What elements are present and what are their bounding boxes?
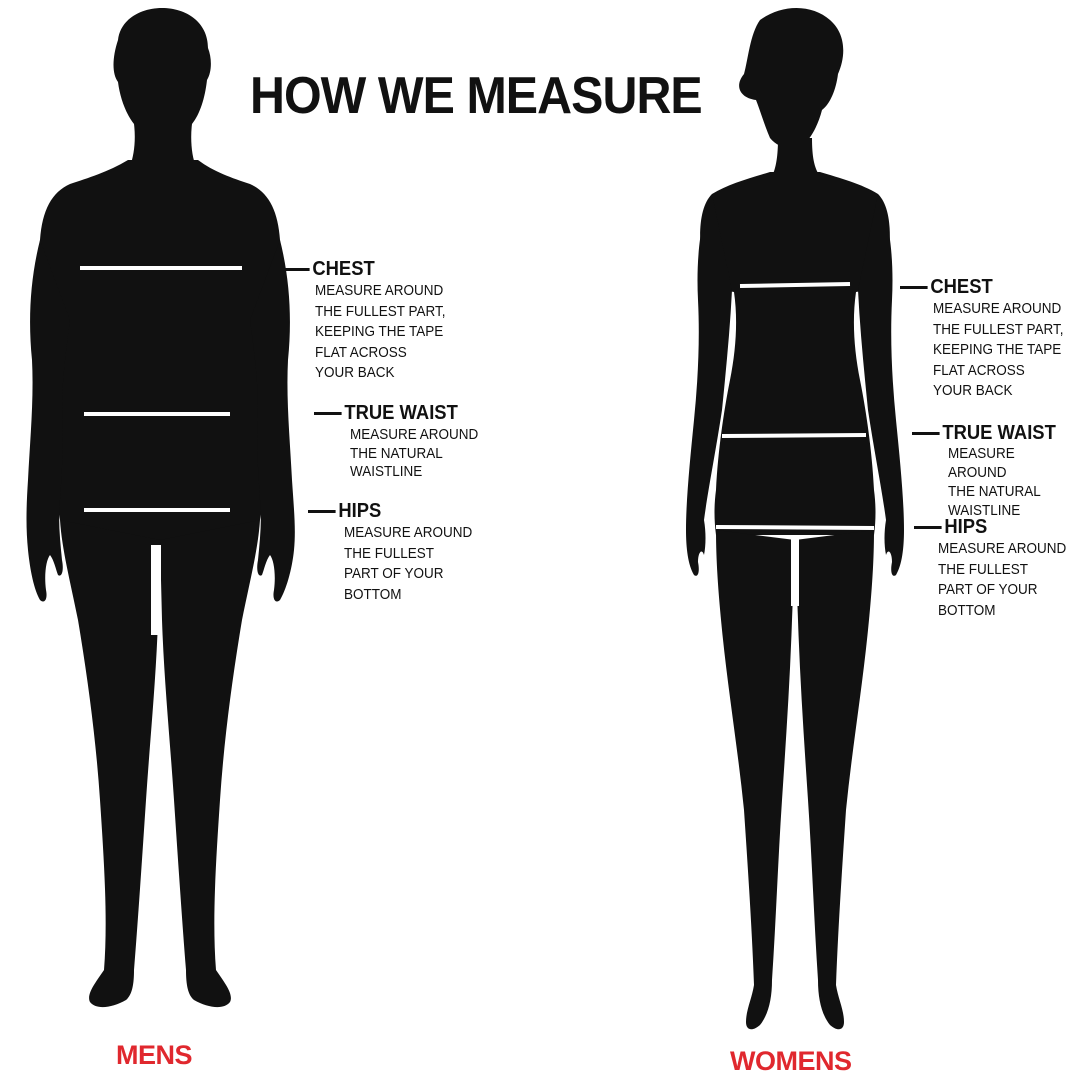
mens-chest-text: MEASURE AROUND THE FULLEST PART, KEEPING…	[315, 281, 446, 384]
womens-chest-text: MEASURE AROUND THE FULLEST PART, KEEPING…	[933, 299, 1064, 402]
womens-waist-callout: TRUE WAIST MEASURE AROUND THE NATURAL WA…	[912, 422, 1083, 520]
womens-chest-title: CHEST	[930, 276, 992, 298]
womens-waist-text: MEASURE AROUND THE NATURAL WAISTLINE	[948, 444, 1070, 520]
mens-chest-callout: CHEST MEASURE AROUND THE FULLEST PART, K…	[282, 258, 460, 384]
female-chest-tape	[740, 284, 850, 286]
mens-waist-callout: TRUE WAIST MEASURE AROUND THE NATURAL WA…	[314, 402, 493, 482]
callout-dash	[912, 432, 940, 435]
mens-waist-text: MEASURE AROUND THE NATURAL WAISTLINE	[350, 426, 478, 482]
mens-hips-text: MEASURE AROUND THE FULLEST PART OF YOUR …	[344, 523, 472, 605]
womens-hips-callout: HIPS MEASURE AROUND THE FULLEST PART OF …	[914, 516, 1081, 621]
callout-dash	[308, 510, 336, 513]
female-waist-tape	[722, 435, 866, 436]
womens-caption: WOMENS	[730, 1046, 852, 1077]
callout-dash	[914, 526, 942, 529]
mens-hips-callout: HIPS MEASURE AROUND THE FULLEST PART OF …	[308, 500, 487, 605]
callout-dash	[900, 286, 928, 289]
mens-caption: MENS	[116, 1040, 192, 1071]
womens-chest-callout: CHEST MEASURE AROUND THE FULLEST PART, K…	[900, 276, 1078, 402]
page-title: HOW WE MEASURE	[250, 66, 702, 126]
womens-hips-text: MEASURE AROUND THE FULLEST PART OF YOUR …	[938, 539, 1066, 621]
mens-chest-title: CHEST	[312, 258, 374, 280]
mens-hips-title: HIPS	[338, 500, 381, 522]
mens-waist-title: TRUE WAIST	[344, 402, 457, 424]
womens-waist-title: TRUE WAIST	[942, 422, 1055, 444]
callout-dash	[314, 412, 342, 415]
female-hips-tape	[716, 527, 874, 528]
womens-hips-title: HIPS	[944, 516, 987, 538]
callout-dash	[282, 268, 310, 271]
